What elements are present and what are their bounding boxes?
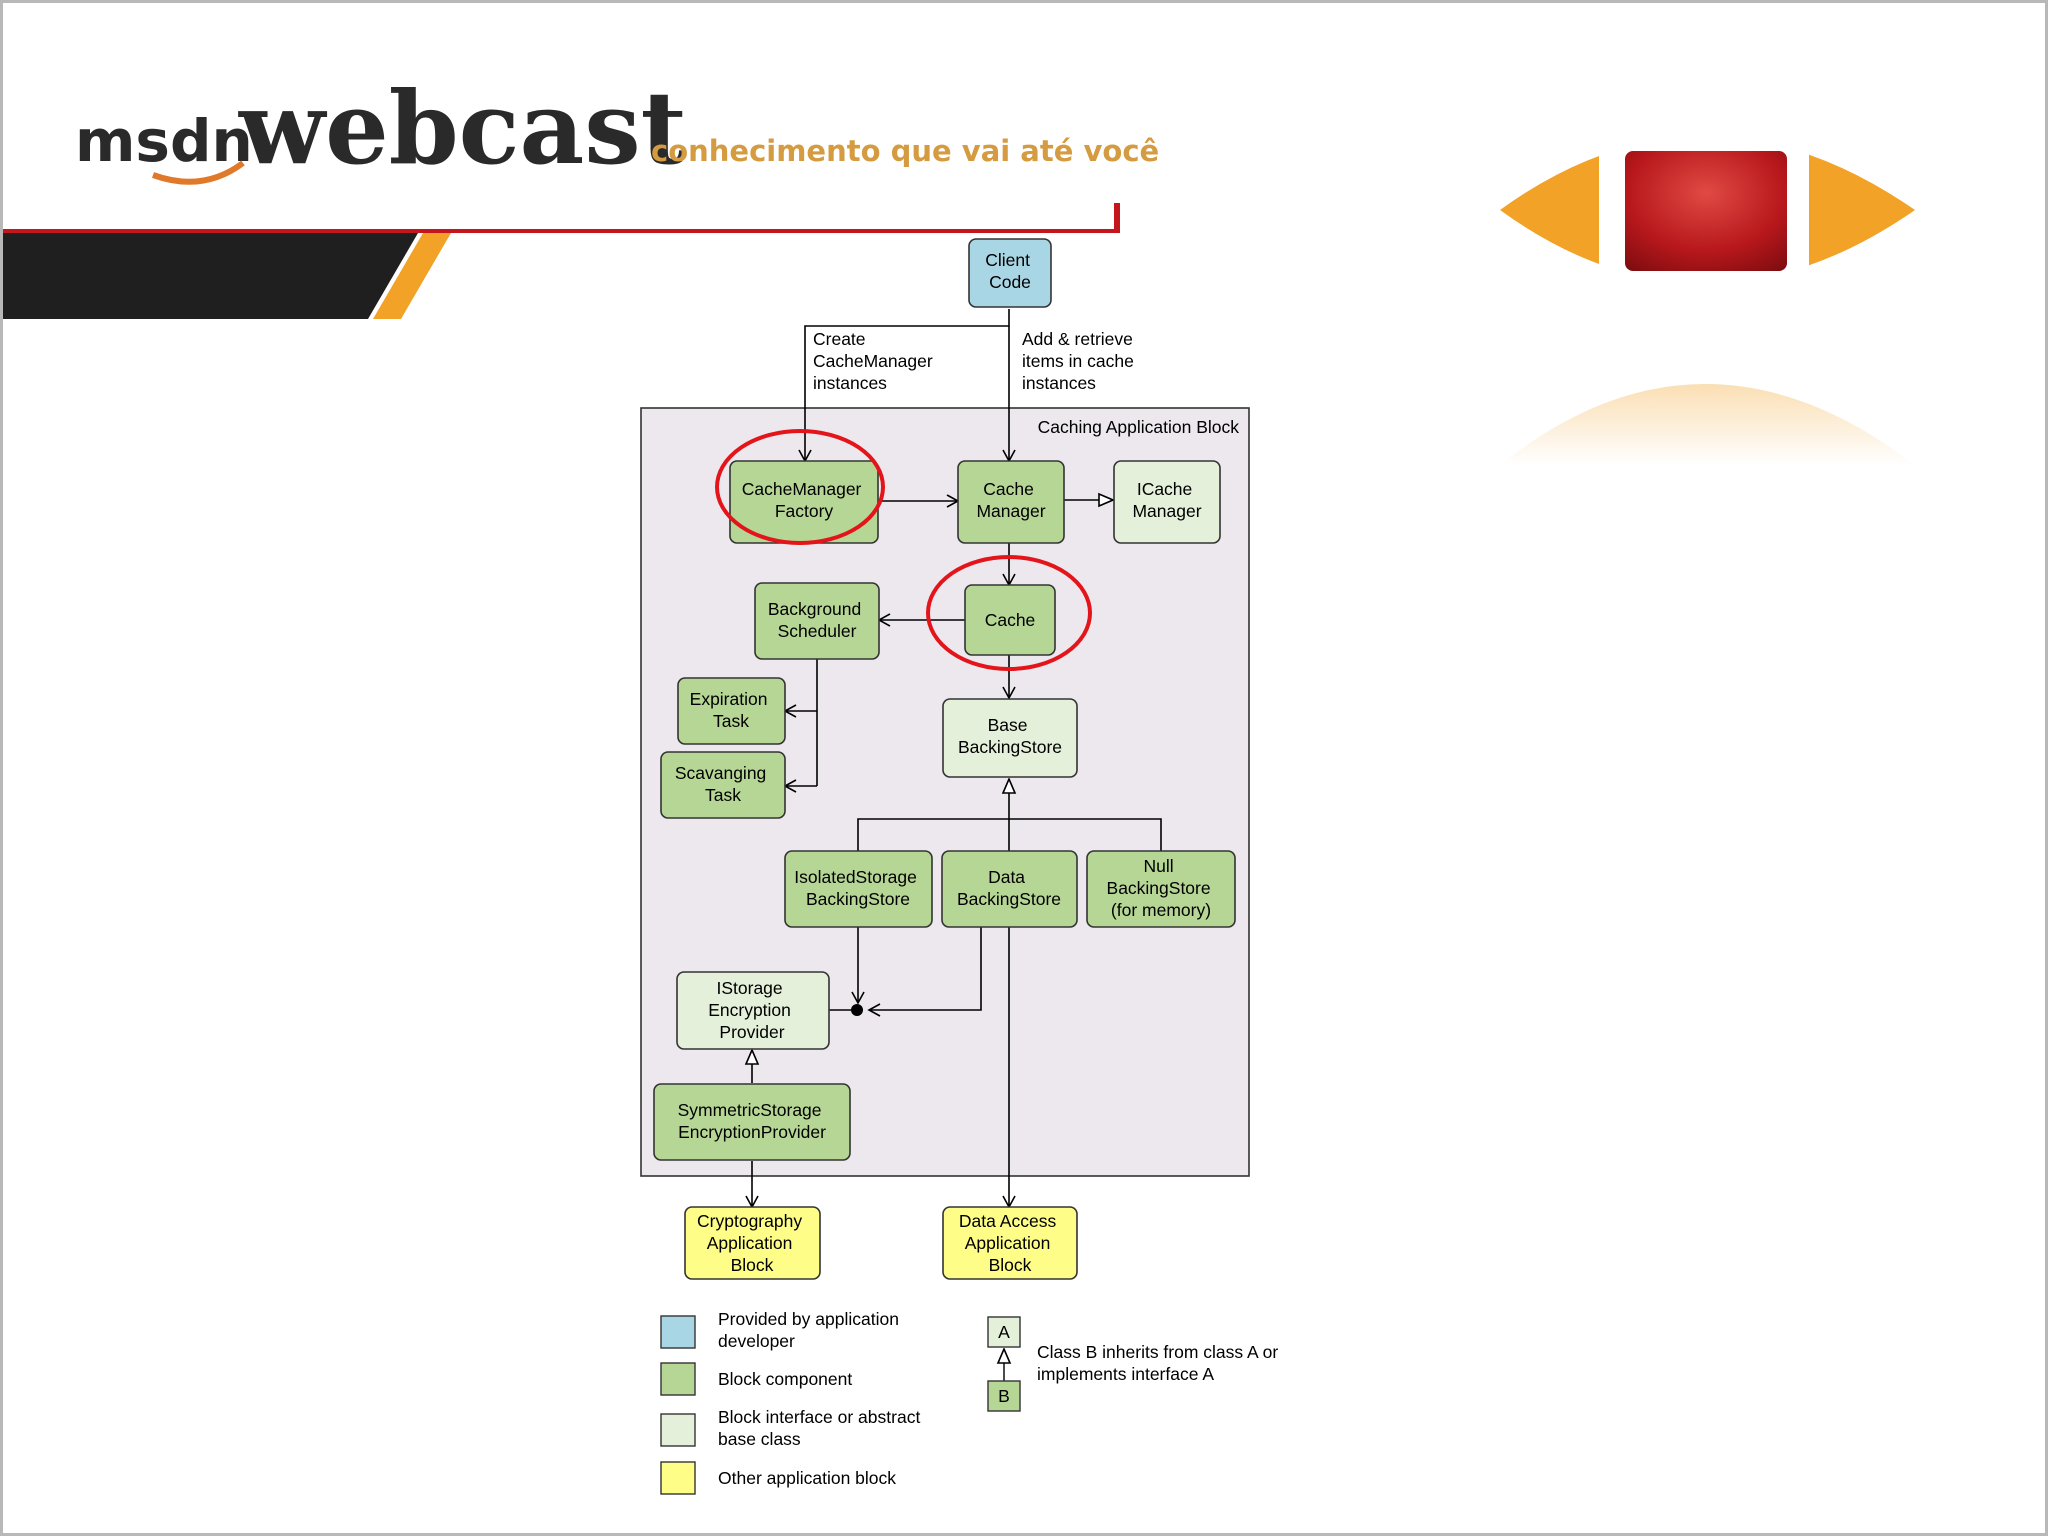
svg-text:Scavanging Task: Scavanging Task — [675, 763, 771, 805]
svg-text:Data Access Application: Data Access Application Block — [959, 1211, 1061, 1275]
header-tagline: conhecimento que vai até você — [651, 134, 1159, 168]
svg-text:ICache Manager: ICache Manager — [1132, 479, 1201, 521]
node-isolatedstorage-backingstore: IsolatedStorage BackingStore — [784, 850, 933, 928]
svg-text:SymmetricStorage Encrypt: SymmetricStorage EncryptionProvider — [678, 1100, 827, 1142]
edge-data-to-encryption — [867, 927, 982, 1017]
svg-text:Cryptography Application: Cryptography Application Block — [697, 1211, 807, 1275]
node-expiration-task: Expiration Task — [677, 677, 786, 745]
svg-text:Cache Manager: Cache Manager — [976, 479, 1045, 521]
svg-text:Client Code: Client Code — [985, 250, 1035, 292]
svg-text:IStorage Encryption: IStorage Encryption Provider — [708, 978, 796, 1042]
edge-label-add-retrieve: Add & retrieve items in cache instances — [1022, 329, 1139, 393]
highlight-circle-cache — [926, 555, 1092, 671]
eye-logo — [1500, 121, 1915, 465]
svg-text:Other application block: Other application block — [718, 1468, 896, 1488]
eye-screen-icon — [1625, 151, 1787, 271]
node-background-scheduler: Background Scheduler — [754, 582, 880, 660]
logo-swoosh-icon — [151, 160, 245, 185]
legend-inheritance: A B Class B inherits from class A or imp… — [987, 1316, 1283, 1412]
svg-text:Block interface or abstract: Block interface or abstract base class — [718, 1407, 925, 1449]
node-cache: Cache — [964, 584, 1056, 656]
logo-webcast: webcast — [238, 69, 687, 187]
container-label: Caching Application Block — [1038, 417, 1240, 437]
edge-label-create: Create CacheManager instances — [813, 329, 938, 393]
svg-text:Base BackingStore: Base BackingStore — [958, 715, 1062, 757]
svg-text:CacheManager Factory: CacheManager Factory — [742, 479, 867, 521]
eye-reflection — [1500, 384, 1915, 465]
svg-text:Cache: Cache — [985, 610, 1036, 630]
legend: Provided by application developer Block … — [660, 1309, 1283, 1495]
node-null-backingstore: Null BackingStore (for memory) — [1086, 850, 1236, 928]
legend-item-interface: Block interface or abstract base class — [660, 1407, 925, 1449]
edge-backingstores-inherit-base — [857, 779, 1162, 851]
svg-text:Provided by application: Provided by application developer — [718, 1309, 904, 1351]
node-data-backingstore: Data BackingStore — [941, 850, 1078, 928]
legend-item-other-block: Other application block — [660, 1461, 896, 1495]
node-data-access-block: Data Access Application Block — [942, 1206, 1078, 1280]
header: msdn webcast conhecimento que vai até vo… — [3, 69, 1159, 319]
node-scavanging-task: Scavanging Task — [660, 751, 786, 819]
encryption-junction-dot — [851, 1004, 863, 1016]
diagram-canvas: msdn webcast conhecimento que vai até vo… — [3, 69, 1915, 1495]
legend-item-client: Provided by application developer — [660, 1309, 904, 1351]
svg-text:IsolatedStorage BackingS: IsolatedStorage BackingStore — [794, 867, 921, 909]
legend-item-component: Block component — [660, 1362, 852, 1396]
header-black-band — [3, 233, 418, 319]
node-istorage-encryption-provider: IStorage Encryption Provider — [676, 971, 830, 1050]
header-orange-stripe — [373, 233, 451, 319]
node-client-code: Client Code — [968, 238, 1052, 308]
svg-text:Background Scheduler: Background Scheduler — [768, 599, 866, 641]
node-cache-manager: Cache Manager — [957, 460, 1065, 544]
svg-text:Expiration Task: Expiration Task — [690, 689, 773, 731]
edge-client-to-factory — [798, 309, 1010, 463]
connectors — [752, 309, 1162, 1209]
svg-text:Class B inherits from class A: Class B inherits from class A or impleme… — [1037, 1342, 1283, 1384]
node-base-backingstore: Base BackingStore — [942, 698, 1078, 778]
node-symmetric-storage-encryption-provider: SymmetricStorage EncryptionProvider — [653, 1083, 851, 1161]
svg-text:B: B — [998, 1386, 1010, 1406]
svg-text:Data BackingStore: Data BackingStore — [957, 867, 1061, 909]
node-icache-manager: ICache Manager — [1113, 460, 1221, 544]
svg-text:A: A — [998, 1322, 1010, 1342]
node-cryptography-block: Cryptography Application Block — [684, 1206, 821, 1280]
svg-text:Block component: Block component — [718, 1369, 852, 1389]
svg-text:Null BackingStore: Null BackingStore (for memory) — [1107, 856, 1216, 920]
highlight-circle-factory — [715, 429, 885, 545]
logo-msdn: msdn — [75, 107, 253, 175]
